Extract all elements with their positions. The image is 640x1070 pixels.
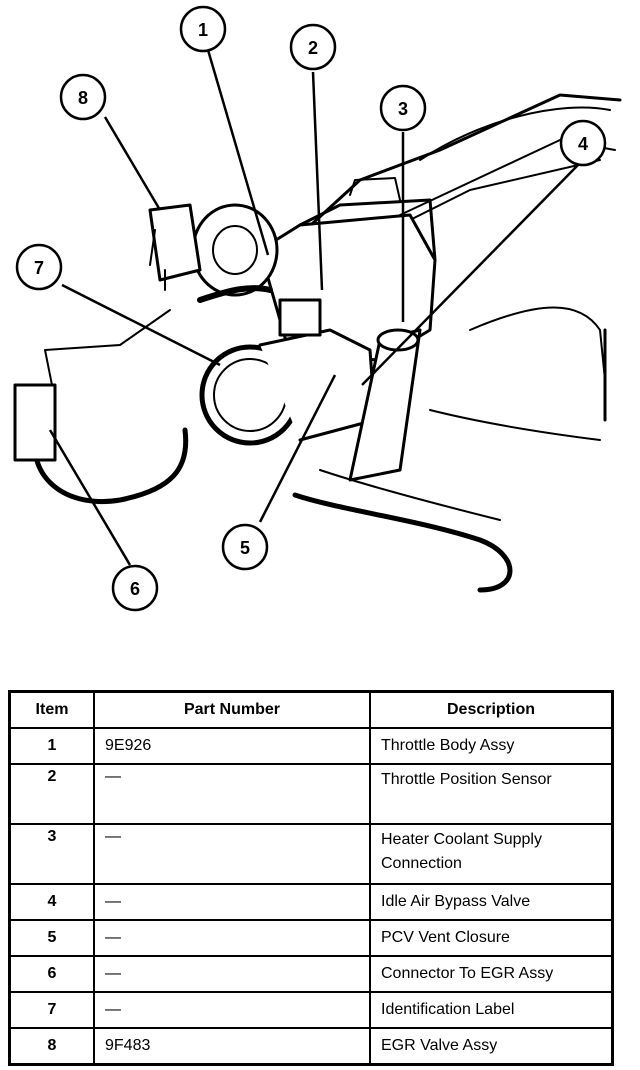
description-cell: EGR Valve Assy <box>369 1027 614 1066</box>
table-row: 7 — Identification Label <box>8 991 614 1029</box>
callout-circle-2 <box>289 23 337 71</box>
callout-circle-8 <box>59 73 107 121</box>
callout-circle-3 <box>379 84 427 132</box>
description-cell: PCV Vent Closure <box>369 919 614 957</box>
callout-label-6: 6 <box>130 579 140 599</box>
leader-5 <box>258 374 337 523</box>
callout-circle-7 <box>15 243 63 291</box>
table-header-row: Item Part Number Description <box>8 690 614 729</box>
item-cell: 6 <box>8 955 95 993</box>
item-cell: 7 <box>8 991 95 1029</box>
callout-circle-1 <box>179 5 227 53</box>
header-description: Description <box>369 690 614 729</box>
description-cell: Throttle Position Sensor <box>369 763 614 825</box>
item-cell: 3 <box>8 823 95 885</box>
leader-8 <box>103 116 162 211</box>
table-row: 2 — Throttle Position Sensor <box>8 763 614 825</box>
item-cell: 8 <box>8 1027 95 1066</box>
egr-connector <box>13 383 57 462</box>
table-row: 3 — Heater Coolant Supply Connection <box>8 823 614 885</box>
callout-label-7: 7 <box>34 258 44 278</box>
table-row: 5 — PCV Vent Closure <box>8 919 614 957</box>
intake-manifold-outline <box>298 93 622 237</box>
header-item: Item <box>8 690 95 729</box>
throttle-body-diagram: 1 2 3 4 5 6 7 8 <box>13 5 622 612</box>
callout-label-5: 5 <box>240 538 250 558</box>
callout-circle-5 <box>221 523 269 571</box>
callout-circle-6 <box>111 564 159 612</box>
part-number-cell: — <box>93 883 371 921</box>
leader-2 <box>311 71 324 291</box>
callout-circle-4 <box>559 119 607 167</box>
table-row: 8 9F483 EGR Valve Assy <box>8 1027 614 1066</box>
description-cell: Throttle Body Assy <box>369 727 614 765</box>
callout-label-3: 3 <box>398 99 408 119</box>
table-row: 4 — Idle Air Bypass Valve <box>8 883 614 921</box>
item-cell: 4 <box>8 883 95 921</box>
part-number-cell: — <box>93 823 371 885</box>
callout-label-8: 8 <box>78 88 88 108</box>
wiring-harness <box>32 417 189 504</box>
part-number-cell: — <box>93 919 371 957</box>
description-cell: Heater Coolant Supply Connection <box>369 823 614 885</box>
leader-7 <box>61 283 221 367</box>
leader-6 <box>48 429 132 566</box>
item-cell: 1 <box>8 727 95 765</box>
header-part-number: Part Number <box>93 690 371 729</box>
callout-label-4: 4 <box>578 134 588 154</box>
egr-valve <box>191 203 279 297</box>
throttle-position-sensor <box>278 298 322 337</box>
callout-label-2: 2 <box>308 38 318 58</box>
part-number-cell: — <box>93 991 371 1029</box>
parts-table: Item Part Number Description 1 9E926 Thr… <box>8 690 614 1066</box>
item-cell: 5 <box>8 919 95 957</box>
part-number-cell: — <box>93 955 371 993</box>
item-cell: 2 <box>8 763 95 825</box>
description-cell: Connector To EGR Assy <box>369 955 614 993</box>
table-row: 6 — Connector To EGR Assy <box>8 955 614 993</box>
description-cell: Idle Air Bypass Valve <box>369 883 614 921</box>
part-number-cell: — <box>93 763 371 825</box>
part-number-cell: 9F483 <box>93 1027 371 1066</box>
part-number-cell: 9E926 <box>93 727 371 765</box>
table-row: 1 9E926 Throttle Body Assy <box>8 727 614 765</box>
leader-4 <box>361 164 579 386</box>
lower-hose <box>292 492 513 593</box>
leader-1 <box>206 49 270 256</box>
callout-label-1: 1 <box>198 20 208 40</box>
description-cell: Identification Label <box>369 991 614 1029</box>
